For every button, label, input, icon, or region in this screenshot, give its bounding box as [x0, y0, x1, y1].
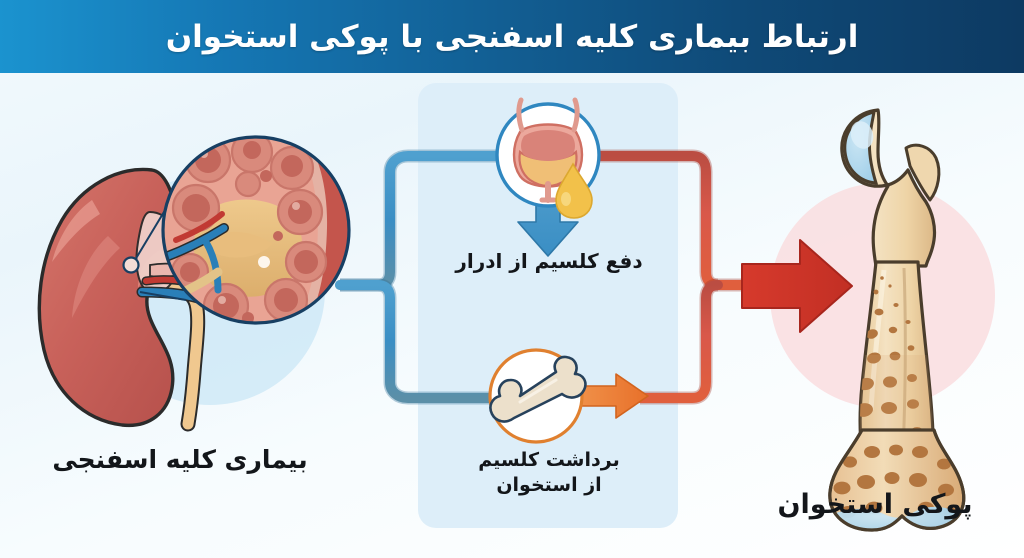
left-section-label: بیماری کلیه اسفنجی — [52, 445, 308, 474]
page-title: ارتباط بیماری کلیه اسفنجی با پوکی استخوا… — [165, 18, 859, 55]
calcium-excretion-label: دفع کلسیم از ادرار — [455, 249, 643, 273]
header-banner: ارتباط بیماری کلیه اسفنجی با پوکی استخوا… — [0, 0, 1024, 73]
bone-resorption-label: برداشت کلسیم از استخوان — [478, 449, 620, 497]
right-section-label: پوکی استخوان — [777, 489, 973, 520]
bone-backdrop-circle — [770, 183, 995, 408]
kidney-backdrop-circle — [95, 175, 325, 405]
